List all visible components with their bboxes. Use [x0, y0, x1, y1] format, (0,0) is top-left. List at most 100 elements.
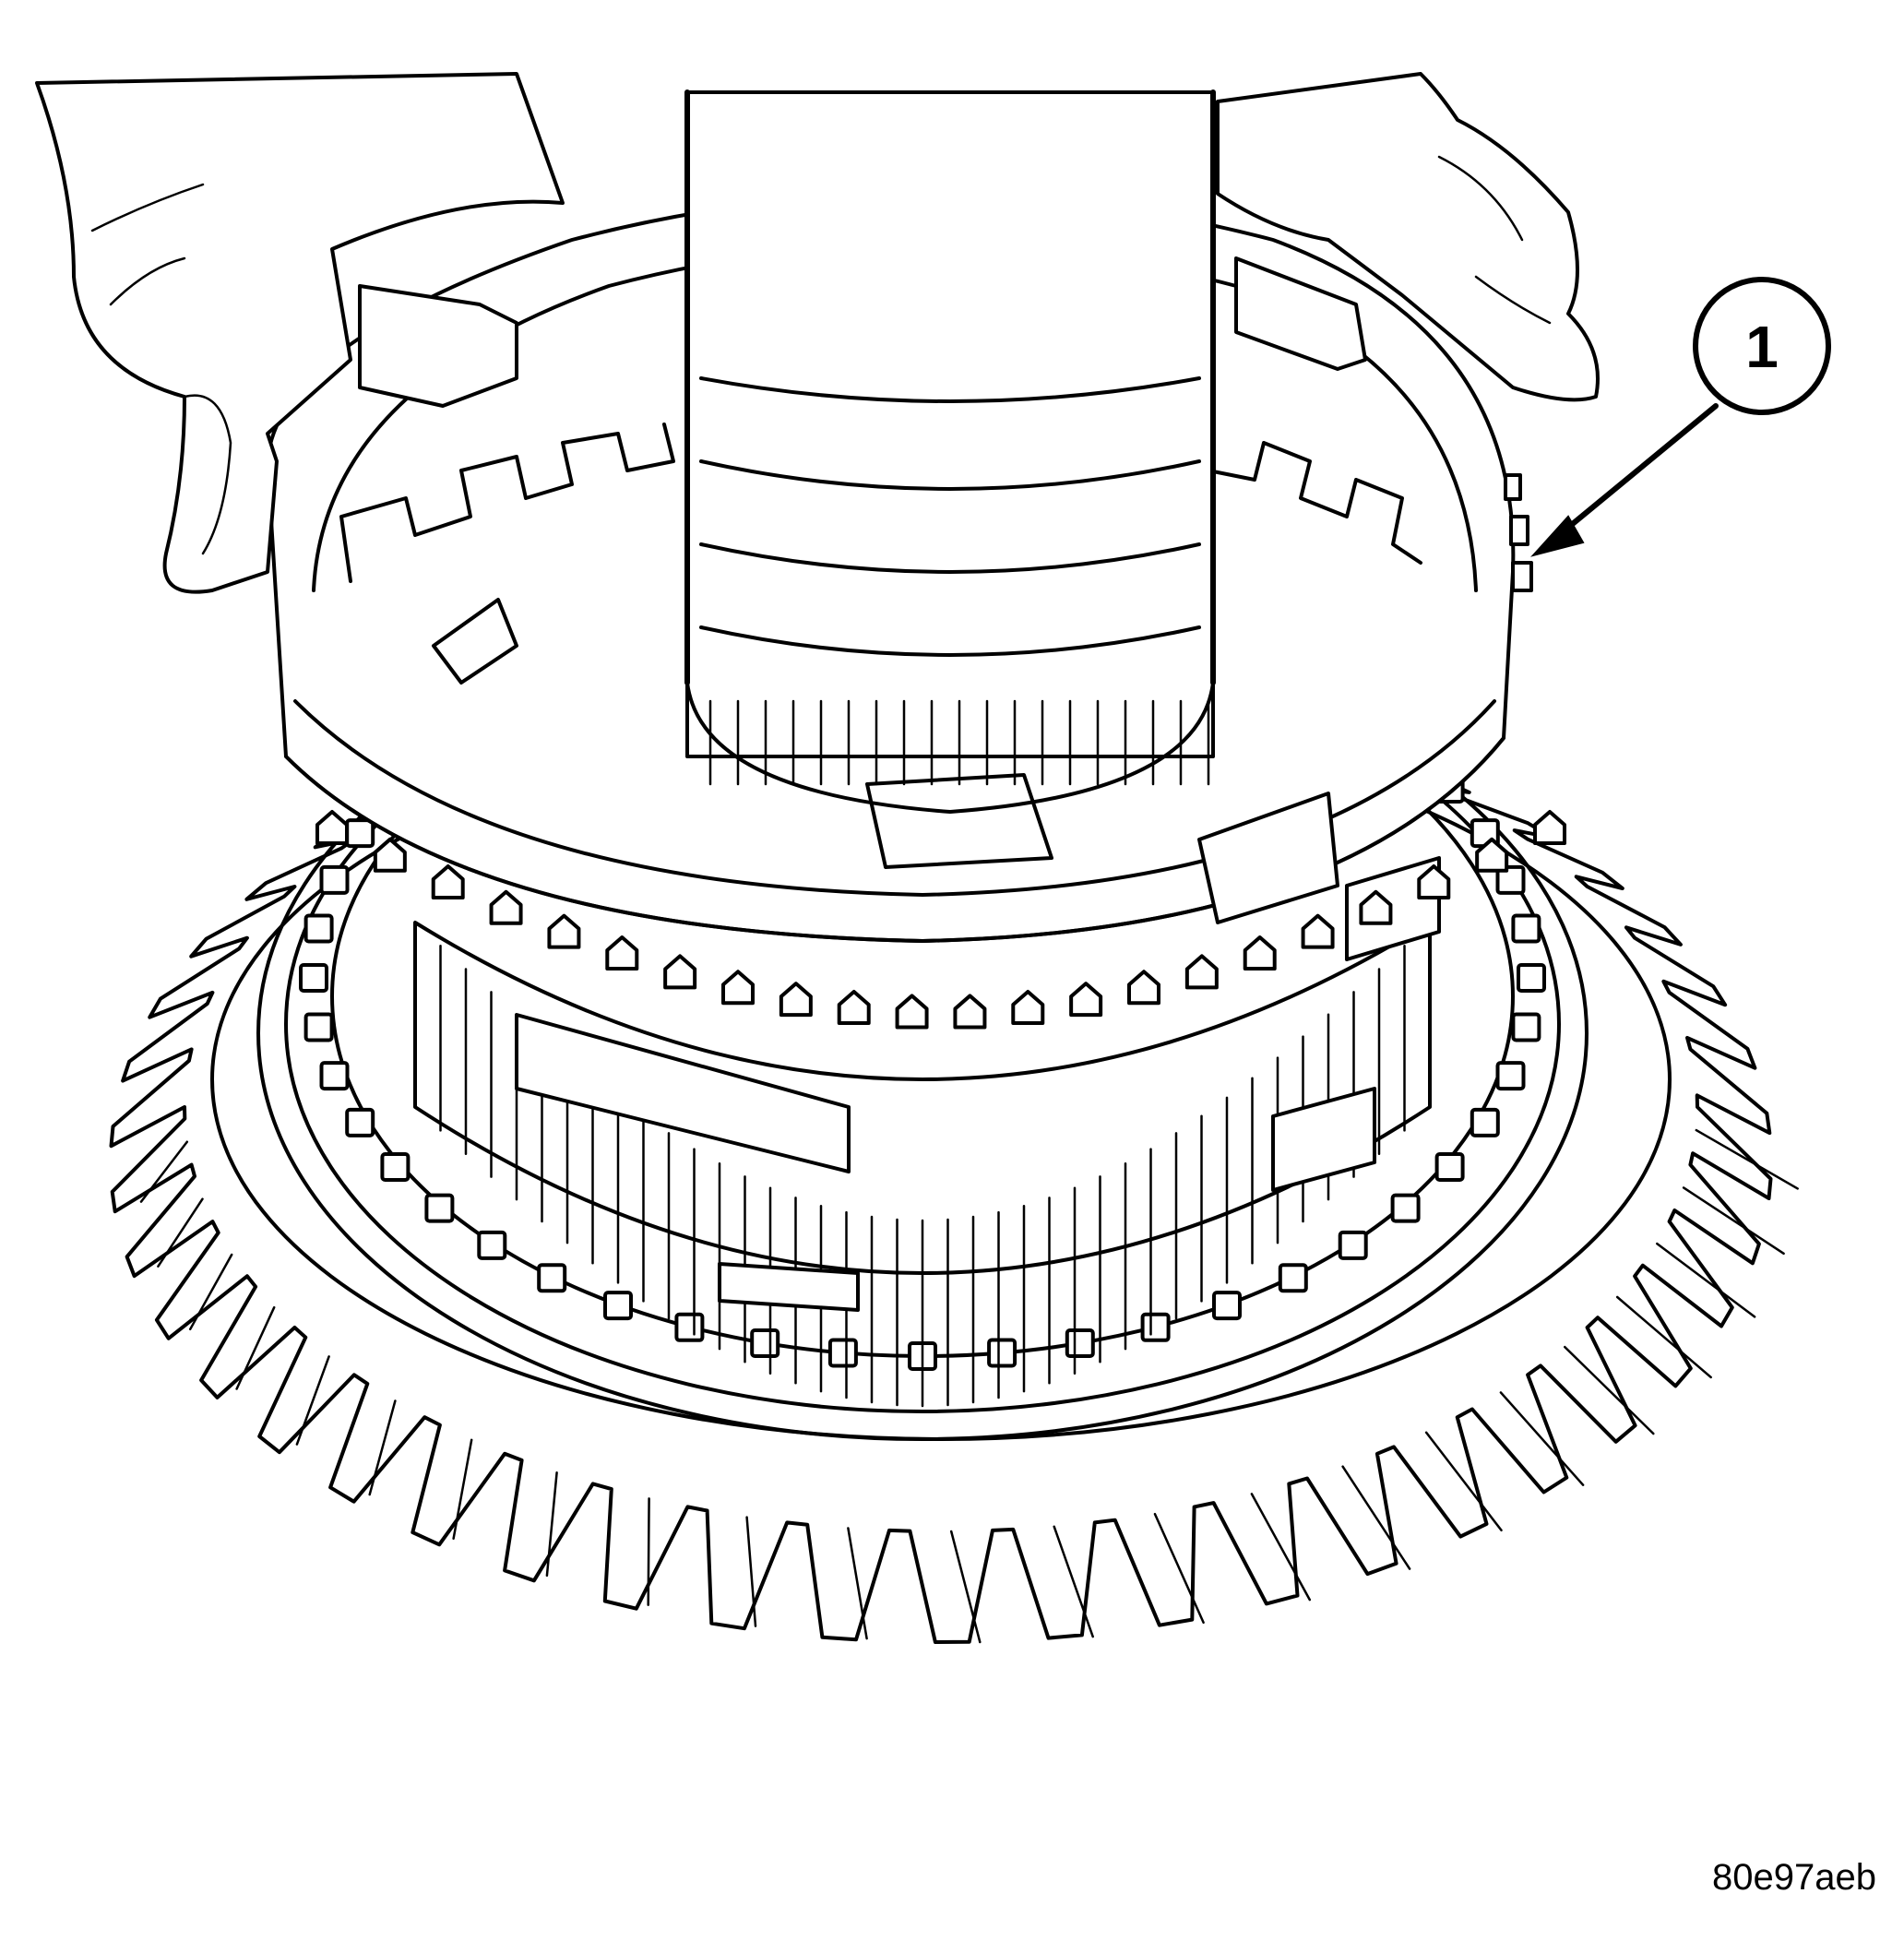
callout-number: 1	[1745, 314, 1779, 380]
synchronizer-hub	[413, 856, 1441, 1408]
gear-tooth-face	[157, 1197, 204, 1268]
clutch-tooth	[1278, 1263, 1308, 1293]
callout-arrowhead	[1530, 515, 1585, 557]
gear-tooth-face	[452, 1438, 473, 1541]
hub-key-upper-right	[1345, 856, 1441, 961]
clutch-tooth	[303, 1012, 334, 1042]
blocker-tooth	[315, 810, 349, 845]
clutch-tooth	[477, 1230, 507, 1260]
hub-key-lower-left	[515, 1013, 851, 1173]
clutch-tooth	[1434, 1152, 1465, 1182]
clutch-tooth	[987, 1338, 1017, 1368]
clutch-tooth	[1511, 913, 1541, 944]
clutch-tooth	[424, 1193, 455, 1223]
gear-tooth-face	[1053, 1525, 1094, 1638]
gear-tooth-face	[545, 1471, 558, 1578]
clutch-tooth	[303, 913, 334, 944]
clutch-tooth	[1338, 1230, 1368, 1260]
gear-tooth-face	[188, 1253, 233, 1331]
sleeve-inner-spline-teeth	[339, 423, 675, 583]
gear-tooth-face	[1424, 1431, 1503, 1532]
blocker-tooth	[1011, 989, 1045, 1025]
clutch-tooth	[1065, 1328, 1095, 1358]
blocker-tooth	[489, 889, 523, 925]
gear-tooth-face	[1250, 1493, 1312, 1602]
gear-tooth-face	[745, 1516, 757, 1627]
clutch-tooth	[674, 1312, 705, 1342]
clutch-tooth	[1140, 1312, 1171, 1342]
clutch-tooth	[1212, 1291, 1242, 1321]
sleeve-inner-spline-teeth-right	[1197, 432, 1422, 565]
blocker-tooth	[1243, 935, 1277, 971]
clutch-tooth	[603, 1291, 633, 1321]
left-hand-finger-line-1	[90, 183, 205, 232]
gear-tooth-face	[1682, 1186, 1785, 1256]
clutch-tooth	[299, 963, 328, 993]
clutch-tooth	[1390, 1193, 1421, 1223]
shaft-spline-lines	[708, 699, 1210, 786]
helical-gear-tooth-faces	[139, 1128, 1799, 1644]
right-hand-finger-line-1	[1437, 155, 1524, 242]
blocker-tooth	[895, 994, 929, 1030]
clutch-tooth	[345, 818, 375, 849]
clutch-tooth	[1517, 963, 1546, 993]
clutch-tooth	[1470, 1107, 1500, 1137]
blocker-tooth	[779, 982, 813, 1018]
blocker-tooth	[663, 954, 697, 990]
gear-tooth-face	[1615, 1295, 1712, 1379]
blocker-tooth	[837, 989, 871, 1025]
left-hand-finger-line-2	[109, 256, 186, 306]
gear-tooth-face	[235, 1305, 276, 1390]
output-shaft	[684, 89, 1216, 814]
sleeve-lower-edge	[293, 699, 1496, 897]
sleeve-strut-right	[1234, 256, 1367, 371]
left-hand-thumb	[183, 394, 232, 555]
shaft-band-4	[699, 625, 1201, 657]
blocker-tooth	[1533, 810, 1566, 845]
shaft-band-3	[699, 542, 1201, 574]
clutch-tooth	[345, 1107, 375, 1137]
clutch-tooth	[1495, 864, 1526, 895]
left-hand	[35, 72, 565, 594]
blocker-tooth	[431, 863, 465, 899]
blocker-tooth	[547, 913, 581, 949]
sleeve-notch-2	[1509, 515, 1529, 546]
blocker-ring-teeth	[315, 810, 1566, 1030]
right-hand-finger-line-2	[1474, 275, 1552, 325]
right-hand-palm	[1216, 72, 1600, 402]
blocker-tooth	[605, 935, 639, 971]
clutch-tooth	[380, 1152, 411, 1182]
blocker-tooth	[721, 970, 755, 1006]
shaft-band-1	[699, 376, 1201, 403]
clutch-tooth	[827, 1338, 858, 1368]
sleeve-bottom-edge	[284, 736, 1505, 943]
sleeve-strut-front	[865, 773, 1053, 869]
blocker-tooth	[373, 837, 407, 873]
clutch-tooth	[1495, 1061, 1526, 1091]
gear-tooth-face	[949, 1530, 982, 1644]
gear-tooth-face	[295, 1355, 330, 1446]
clutch-tooth	[319, 1061, 350, 1091]
gear-tooth-face	[1153, 1512, 1205, 1625]
blocker-tooth	[953, 994, 987, 1030]
callout-leader-line	[1556, 403, 1719, 538]
sleeve-notch-1	[1504, 473, 1522, 501]
right-hand	[1216, 72, 1600, 402]
left-hand-palm	[35, 72, 565, 594]
sleeve-strut-front-right	[1197, 792, 1339, 924]
blocker-tooth	[1127, 970, 1160, 1006]
sleeve-strut-lower-left	[432, 598, 518, 685]
callout-circle	[1693, 277, 1831, 415]
clutch-tooth	[750, 1328, 780, 1358]
sleeve-notch-3	[1511, 561, 1533, 592]
gear-tooth-face	[1695, 1128, 1799, 1190]
shaft-band-2	[699, 459, 1201, 491]
gear-tooth-face	[1656, 1242, 1756, 1318]
sleeve-strut-left	[358, 284, 518, 408]
figure-id: 80e97aeb	[1712, 1857, 1876, 1898]
gear-tooth-face	[1499, 1391, 1585, 1486]
blocker-tooth	[1069, 982, 1103, 1018]
blocker-tooth	[1475, 837, 1509, 873]
gear-tooth-face	[368, 1399, 397, 1496]
